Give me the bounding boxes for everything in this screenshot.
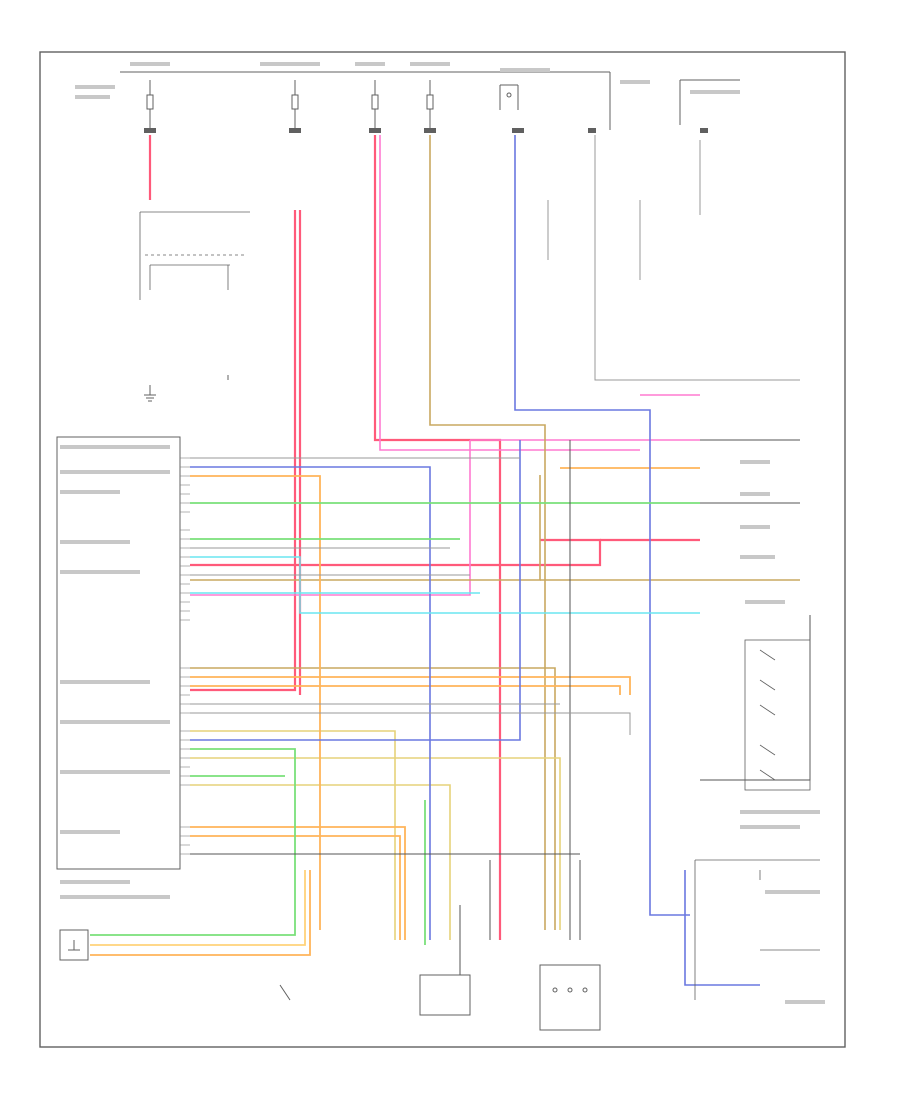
encoder-motor-module [694, 859, 820, 1000]
wire-gray [190, 135, 800, 735]
diagram-frame [39, 51, 846, 1048]
control-module-box [56, 436, 181, 870]
wire-multicolor [90, 870, 311, 956]
transfer-case-switch [744, 639, 811, 791]
wire-pink [190, 135, 700, 596]
ground-icon [68, 375, 229, 951]
module-pins [180, 457, 190, 855]
wire-tan [190, 135, 800, 930]
instrument-panel-fuse-block [139, 211, 250, 300]
wire-yellow [190, 730, 561, 940]
bottom-components [59, 929, 601, 1031]
wire-cyan [190, 556, 700, 614]
wire-orange [190, 467, 700, 940]
wire-blue [190, 135, 760, 986]
connector-icon [144, 128, 708, 133]
switch-icon [499, 84, 519, 110]
wire-green [90, 502, 700, 945]
fuse-icon [146, 94, 434, 110]
label-marks [60, 62, 825, 1004]
